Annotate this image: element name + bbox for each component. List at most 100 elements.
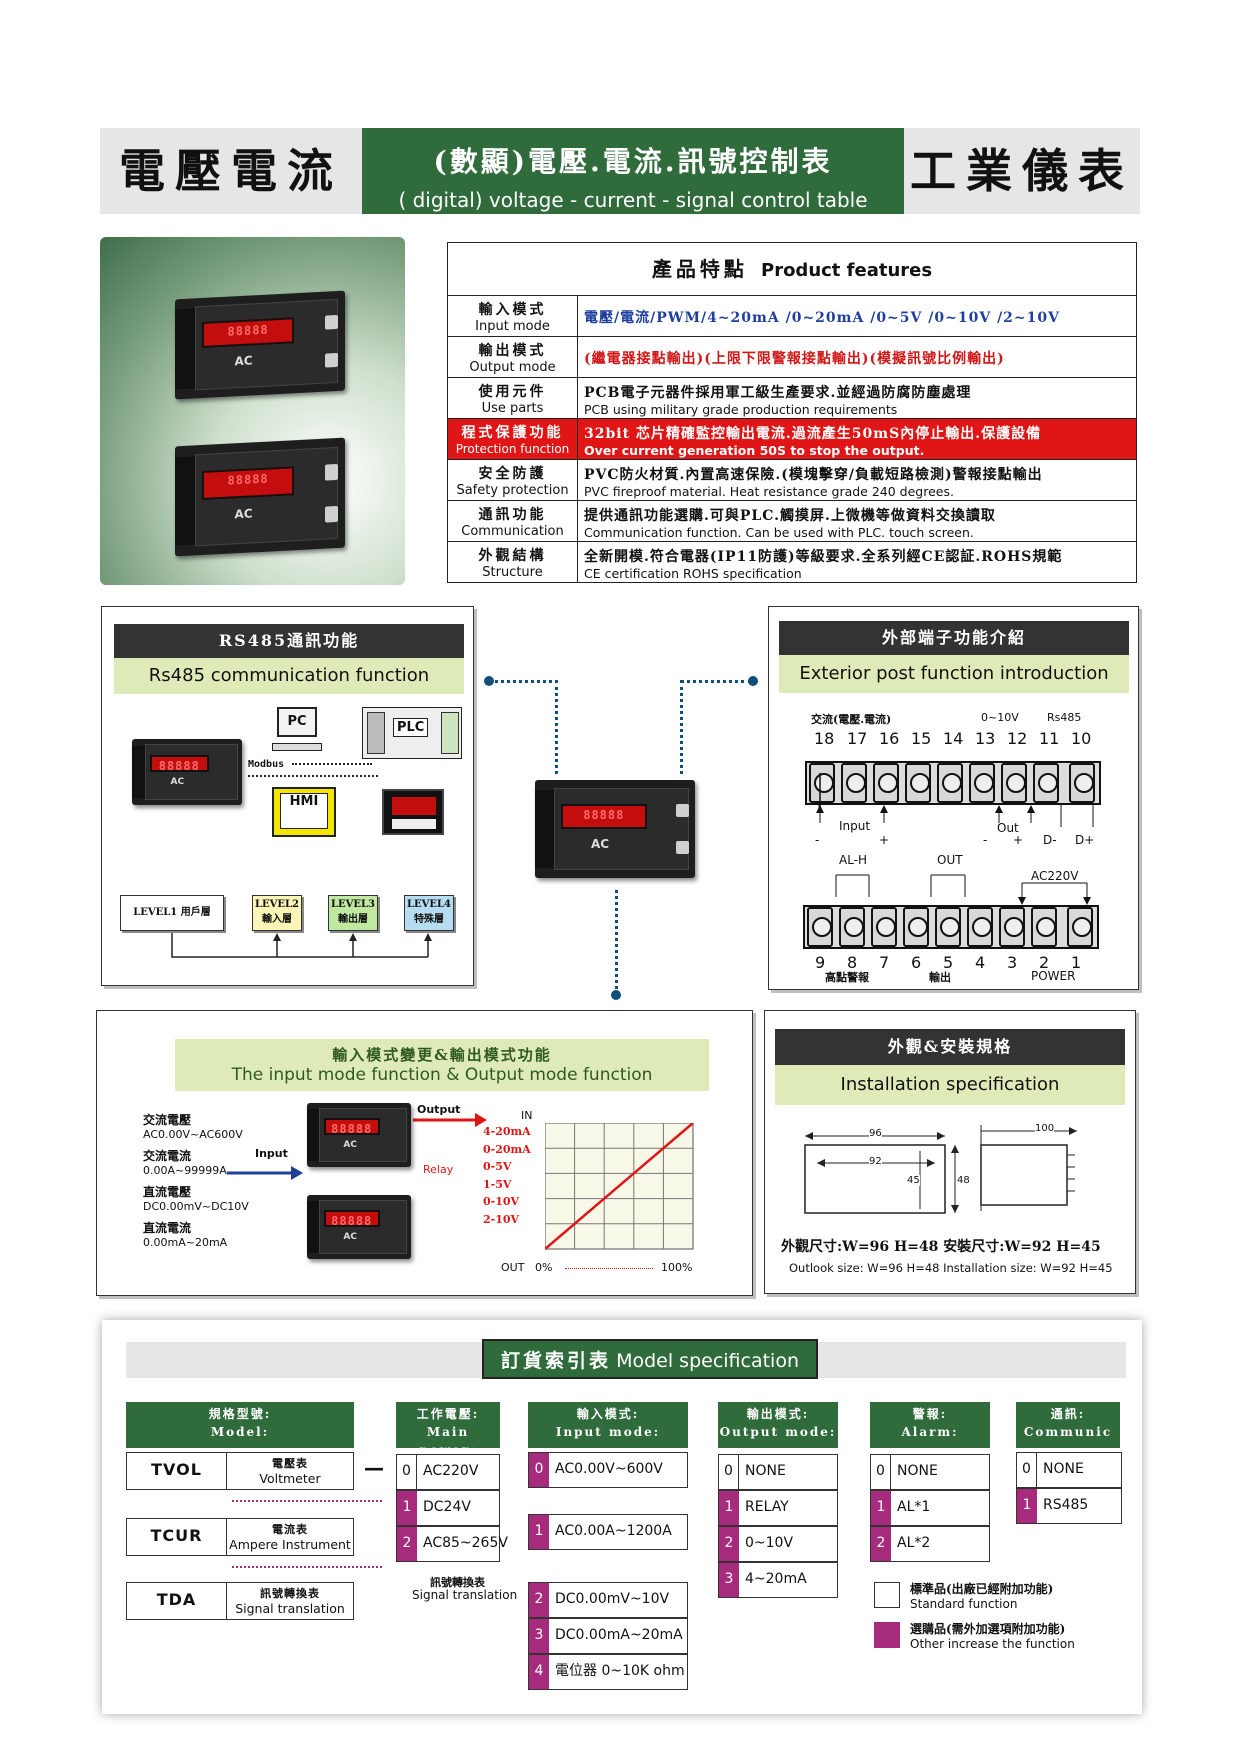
dimension-drawing — [804, 1125, 1077, 1214]
terminal-group-0-10v: 0~10V — [981, 711, 1019, 724]
install-size-en: Outlook size: W=96 H=48 Installation siz… — [789, 1261, 1113, 1275]
io-meter-image-top: AC — [307, 1103, 411, 1167]
header-right-title: 工業儀表 — [910, 144, 1134, 198]
x-axis-100pct: 100% — [661, 1261, 693, 1274]
rs485-title-en: Rs485 communication function — [114, 658, 464, 694]
relay-label: Relay — [423, 1163, 454, 1176]
input-label: Input — [255, 1147, 288, 1160]
rs485-meter-image: AC — [132, 739, 242, 805]
install-section: 外觀&安裝規格 Installation specification 96 92… — [764, 1010, 1136, 1294]
pc-keyboard-icon — [272, 743, 322, 751]
top-sub-label-plus: + — [879, 833, 890, 847]
header-left-title: 電壓電流 — [119, 144, 343, 198]
io-mode-title: 輸入模式變更&輸出模式功能 The input mode function & … — [175, 1039, 709, 1091]
connector-dot-left — [484, 676, 494, 686]
header-left-block: 電壓電流 — [100, 128, 362, 214]
header-input: 輸入模式:Input mode: — [528, 1402, 688, 1448]
install-size-zh: 外觀尺寸:W=96 H=48 安裝尺寸:W=92 H=45 — [781, 1239, 1101, 1255]
io-mode-section: 輸入模式變更&輸出模式功能 The input mode function & … — [96, 1010, 753, 1296]
header-output: 輸出模式:Output mode: — [718, 1402, 838, 1448]
bottom-group-output: 輸出 — [929, 971, 951, 984]
header-power: 工作電壓:Main power: — [396, 1402, 500, 1457]
connector-left-v — [555, 680, 558, 774]
io-meter-image-bottom: AC — [307, 1195, 411, 1259]
model-title: 訂貨索引表 Model specification — [482, 1339, 818, 1379]
top-sub-label-out: Out — [997, 821, 1019, 835]
top-sub-label-dminus: D- — [1043, 833, 1057, 847]
dim-inner-width: 92 — [869, 1156, 882, 1167]
header-center-title: (數顯)電壓.電流.訊號控制表 — [433, 145, 833, 178]
connector-dot-bottom — [611, 990, 621, 1000]
product-photo-panel: AC AC — [100, 237, 405, 585]
top-sub-label-out-minus: - — [983, 833, 988, 847]
dim-depth: 100 — [1035, 1123, 1055, 1134]
model-title-en: Model specification — [616, 1350, 800, 1372]
legend-standard-swatch — [874, 1582, 900, 1608]
pc-link-line — [292, 763, 372, 765]
top-terminal-block — [805, 761, 1101, 805]
model-section: 訂貨索引表 Model specification 規格型號:Model: 工作… — [102, 1320, 1142, 1714]
features-title-en: Product features — [761, 260, 933, 281]
model-dash: — — [364, 1456, 384, 1480]
x-axis-0pct: 0% — [535, 1261, 553, 1274]
center-meter-image: AC — [535, 780, 695, 878]
plc-icon: PLC — [362, 707, 462, 759]
meter-image-top: AC — [175, 290, 345, 400]
pc-icon: PC — [277, 707, 317, 737]
install-title-en: Installation specification — [775, 1065, 1125, 1105]
connector-right-h — [680, 680, 752, 683]
input-note-en: Signal translation — [412, 1588, 518, 1602]
io-grid-chart — [545, 1123, 694, 1250]
dim-height: 48 — [957, 1175, 970, 1186]
connector-right-v — [680, 680, 683, 774]
model-separator — [232, 1500, 382, 1502]
hmi-label: HMI — [280, 793, 328, 829]
output-label: Output — [417, 1103, 461, 1116]
dim-inner-height: 45 — [907, 1175, 920, 1186]
header-right-block: 工業儀表 — [904, 128, 1140, 214]
input-note-zh: 訊號轉換表 — [430, 1576, 485, 1589]
model-title-zh: 訂貨索引表 — [500, 1350, 611, 1372]
x-axis-dotted — [565, 1268, 653, 1269]
header-comm: 通訊:Communic — [1016, 1402, 1120, 1448]
legend-optional-swatch — [874, 1622, 900, 1648]
connector-left-h — [490, 680, 558, 683]
top-sub-label-minus: - — [815, 833, 820, 847]
features-title: 產品特點 Product features — [448, 243, 1136, 295]
rs485-section: RS485通訊功能 Rs485 communication function A… — [101, 606, 474, 986]
install-title-zh: 外觀&安裝規格 — [775, 1029, 1125, 1065]
exterior-section: 外部端子功能介紹 Exterior post function introduc… — [768, 606, 1139, 990]
modbus-label: Modbus — [248, 759, 285, 770]
model-separator — [232, 1566, 382, 1568]
x-axis-out: OUT — [501, 1261, 525, 1274]
top-sub-label-dplus: D+ — [1075, 833, 1095, 847]
header-center-block: (數顯)電壓.電流.訊號控制表 ( digital) voltage - cur… — [362, 128, 904, 214]
level-connector-lines — [171, 933, 432, 958]
plc-label: PLC — [393, 718, 429, 737]
header-center-subtitle: ( digital) voltage - current - signal co… — [398, 188, 868, 212]
